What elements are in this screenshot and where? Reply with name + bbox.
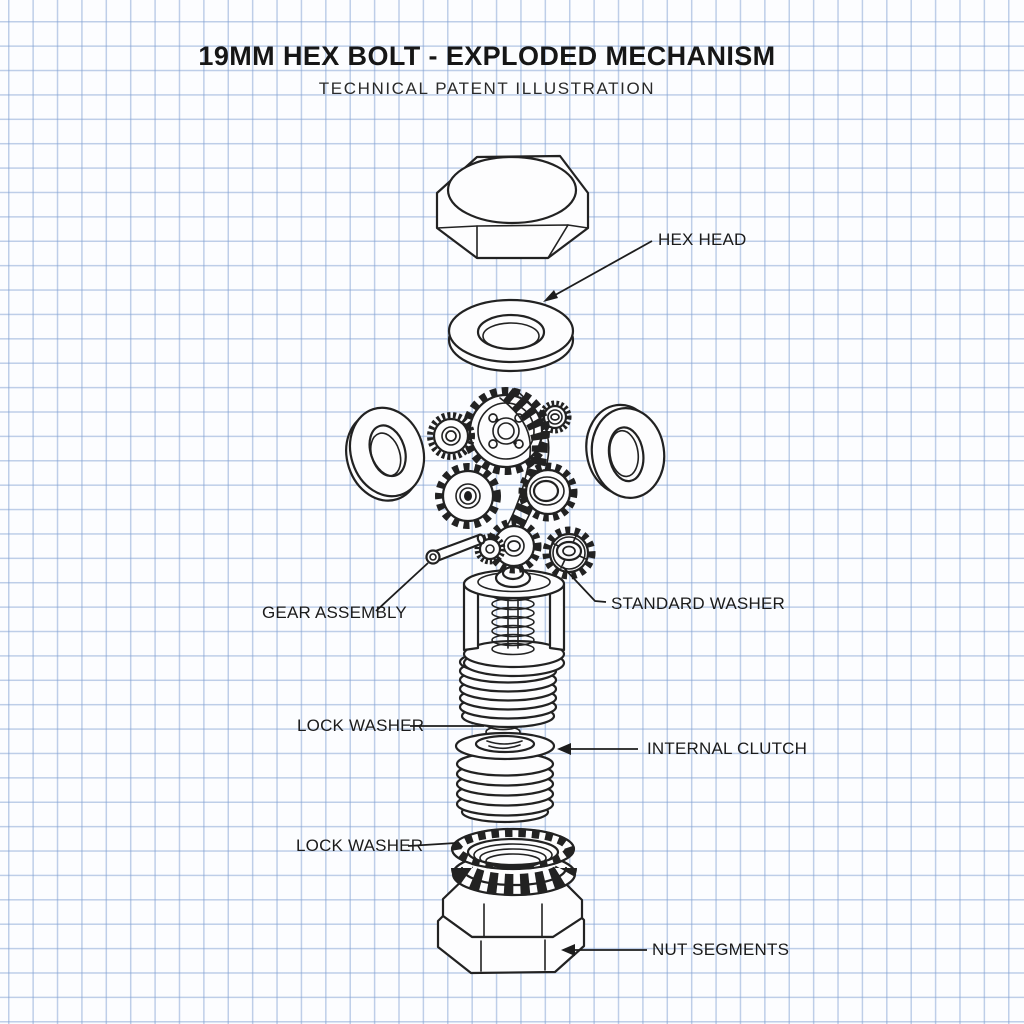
page-title: 19MM HEX BOLT - EXPLODED MECHANISM <box>198 41 776 71</box>
label-hex-head: HEX HEAD <box>658 230 747 249</box>
label-standard-washer: STANDARD WASHER <box>611 594 785 613</box>
pin-drawing <box>425 533 486 565</box>
hex-head-drawing <box>435 154 590 260</box>
label-gear-assembly: GEAR ASSEMBLY <box>262 603 407 622</box>
nut-segments-leader <box>561 944 647 956</box>
side-washer-left <box>345 406 426 502</box>
gear-assembly-leader <box>375 562 429 612</box>
spring-cage-drawing <box>462 565 566 678</box>
title-block: 19MM HEX BOLT - EXPLODED MECHANISM TECHN… <box>0 41 999 99</box>
gear-small-top-left <box>427 412 475 460</box>
standard-washer-leader <box>562 566 607 603</box>
label-internal-clutch: INTERNAL CLUTCH <box>647 739 808 758</box>
label-lock-washer-upper: LOCK WASHER <box>297 716 425 735</box>
hex-head-leader <box>543 240 653 302</box>
label-lock-washer-lower: LOCK WASHER <box>296 836 424 855</box>
side-washer-right <box>585 403 666 499</box>
gear-assembly-drawing <box>425 387 596 580</box>
gear-mid-left <box>435 463 501 529</box>
gear-spoked-bottom-right <box>542 526 596 580</box>
label-nut-segments: NUT SEGMENTS <box>652 940 790 959</box>
spring-shaft-column <box>454 565 566 824</box>
gear-mid-right <box>518 462 578 522</box>
leader-lines <box>375 240 653 956</box>
head-washer-drawing <box>447 298 575 373</box>
gear-small-bottom-left <box>474 533 506 565</box>
page-subtitle: TECHNICAL PATENT ILLUSTRATION <box>318 78 656 98</box>
internal-clutch-leader <box>557 743 638 755</box>
internal-clutch-drawing <box>454 731 556 824</box>
lock-washer-lower-leader <box>407 842 457 847</box>
lock-ring-drawing <box>450 827 577 897</box>
